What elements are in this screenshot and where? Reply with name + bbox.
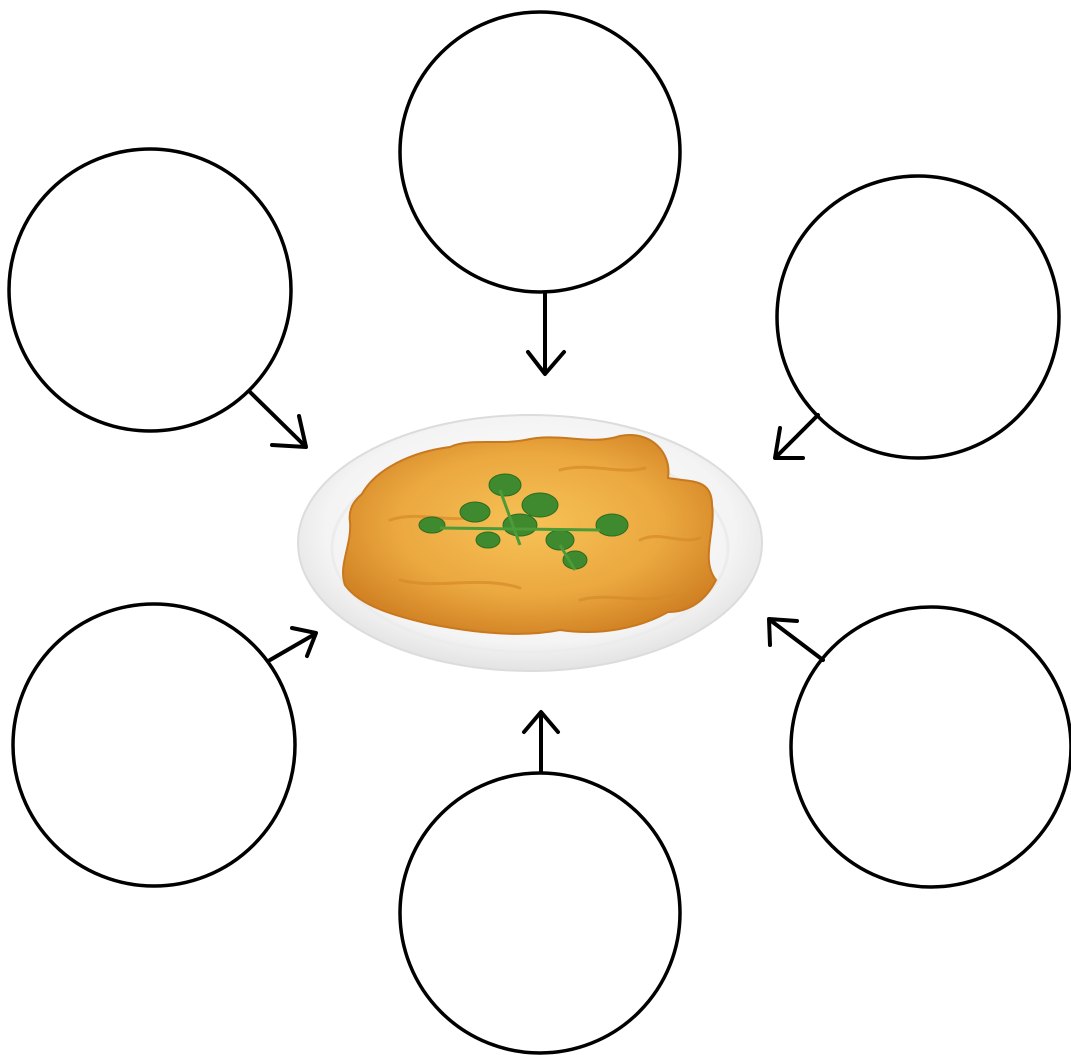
arrow-top [526,291,566,376]
bubble-bottom-left [11,602,297,888]
bubble-top-left [7,147,293,433]
arrow-bottom [522,710,560,774]
cilantro-garnish [418,473,629,571]
arrow-bottom-right [767,617,825,662]
arrow-top-right [773,413,820,460]
arrow-bottom-left [268,626,318,662]
arrow-top-left [248,390,308,449]
bubble-bottom [398,771,682,1055]
bubble-top-right [775,174,1061,460]
bubble-bottom-right [789,605,1071,889]
bubble-top [398,10,682,294]
omelette-plate-image [297,414,763,672]
